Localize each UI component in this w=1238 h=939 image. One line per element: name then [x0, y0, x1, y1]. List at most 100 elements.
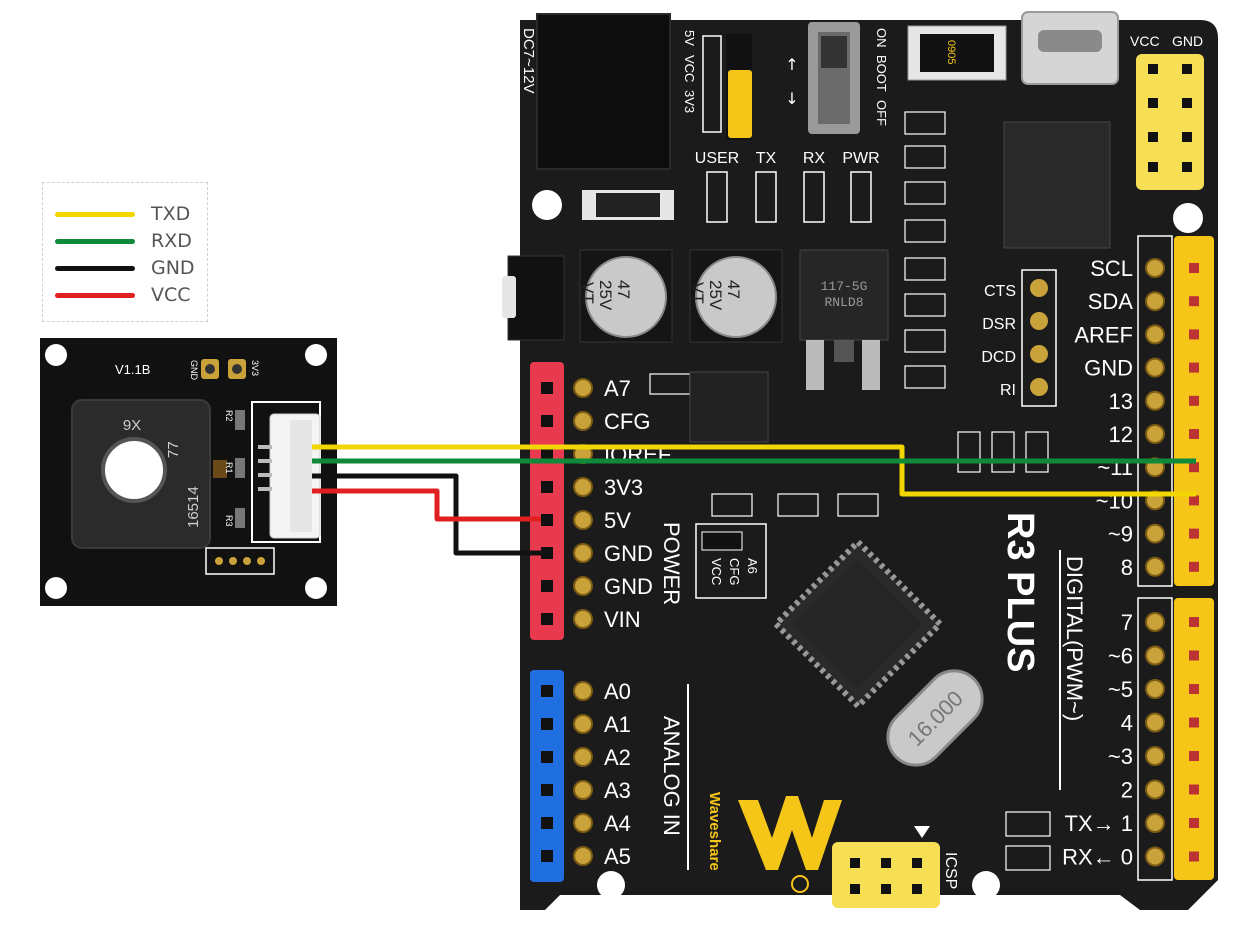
dc-barrel-jack	[536, 13, 671, 170]
transistor	[689, 371, 769, 443]
legend-label-txd: TXD	[151, 203, 191, 225]
power-header-pin	[541, 613, 553, 625]
legend-item-gnd: GND	[55, 257, 195, 279]
analog-pin-a5: A5	[604, 844, 631, 869]
legend-item-vcc: VCC	[55, 284, 191, 306]
digital-pad	[1145, 612, 1165, 632]
digital-pad-outline	[1137, 235, 1173, 587]
digital-pin-label: ~6	[1108, 644, 1133, 669]
board-mount-hole	[972, 871, 1000, 899]
vcc-wire	[312, 488, 541, 522]
uart-pin	[1030, 312, 1048, 330]
power-pin-3v3: 3V3	[604, 475, 643, 500]
reset-button[interactable]	[502, 276, 516, 318]
digital-header-pin	[1189, 784, 1199, 795]
capacitor-value: 47	[614, 280, 633, 299]
power-pad	[573, 609, 593, 629]
analog-pin-a0: A0	[604, 679, 631, 704]
digital-pin-label: ~5	[1108, 677, 1133, 702]
mcu-top	[792, 558, 924, 690]
sensor-resistor	[235, 508, 245, 528]
digital-header-pin	[1189, 296, 1199, 307]
icsp-pin	[912, 858, 922, 868]
smd-resistor	[904, 365, 946, 389]
digital-header-pin	[1189, 650, 1199, 661]
sensor-marking-mid: 77	[165, 441, 182, 458]
a6-select-jumper	[701, 531, 743, 551]
power-pin-gnd1: GND	[604, 541, 653, 566]
sensor-version: V1.1B	[115, 362, 150, 377]
power-pad	[573, 411, 593, 431]
smd-part	[957, 431, 981, 473]
digital-header-pin	[1189, 329, 1199, 340]
led-label-rx: RX	[803, 150, 826, 167]
digital-pin-label: 8	[1121, 555, 1133, 580]
digital-header-pin	[1189, 617, 1199, 627]
analog-header-pin	[541, 718, 553, 730]
digital-header-pin	[1189, 429, 1199, 439]
boot-switch-knob[interactable]	[821, 36, 847, 68]
sensor-resistor	[235, 458, 245, 478]
uart-pin-label-cts: CTS	[984, 283, 1016, 300]
digital-pin-label: RX← 0	[1062, 845, 1133, 870]
digital-header-pin	[1189, 684, 1199, 694]
analog-pin-a2: A2	[604, 745, 631, 770]
digital-pad	[1145, 779, 1165, 800]
analog-header-pin	[541, 817, 553, 829]
digital-pin-label: ~3	[1108, 744, 1133, 769]
digital-pad	[1145, 523, 1165, 544]
sensor-r1-label: R1	[224, 462, 234, 474]
regulator-tab	[834, 340, 854, 362]
polyfuse-body	[920, 34, 994, 72]
smd-resistor	[904, 329, 946, 353]
analog-pad	[573, 780, 593, 800]
power-header-pin	[541, 547, 553, 559]
sensor-pad-hole	[232, 364, 242, 374]
digital-pin-label: 4	[1121, 711, 1133, 736]
icsp-pin	[881, 858, 891, 868]
usb-uart-chip	[1003, 121, 1111, 249]
digital-header-pin	[1189, 395, 1199, 406]
icsp-label: ICSP	[942, 852, 959, 889]
digital-header-pin	[1189, 561, 1199, 572]
dc-jack-label: DC7~12V	[520, 28, 537, 93]
digital-pad	[1145, 746, 1165, 766]
header-pin	[1148, 162, 1158, 172]
digital-pad	[1145, 846, 1165, 867]
power-group-label: POWER	[659, 522, 684, 605]
board-mount-hole	[1173, 203, 1203, 233]
uart-pin-label-dcd: DCD	[981, 349, 1016, 366]
header-pin	[1182, 132, 1192, 142]
connector-pin	[258, 445, 272, 449]
power-select-5v: 5V	[682, 30, 697, 46]
uart-pin	[1030, 345, 1048, 363]
a6-select-box	[695, 523, 767, 599]
micro-usb-opening	[1038, 30, 1102, 52]
capacitor	[695, 256, 777, 338]
icsp-pin	[912, 884, 922, 894]
digital-pin-label: SCL	[1090, 256, 1133, 281]
header-pin	[1182, 98, 1192, 108]
power-select-vcc: VCC	[682, 55, 697, 82]
sensor-r2-label: R2	[224, 410, 234, 422]
capacitor-value: 47	[724, 280, 743, 299]
power-header-pin	[541, 514, 553, 526]
power-pin-vin: VIN	[604, 607, 641, 632]
power-pin-a7: A7	[604, 376, 631, 401]
power-pad	[573, 510, 593, 530]
regulator-leg	[862, 340, 880, 390]
power-jumper-cap[interactable]	[728, 70, 752, 138]
mcu-chip	[771, 537, 945, 711]
a6-box-label-a6: A6	[745, 558, 760, 574]
digital-header-pin	[1189, 818, 1199, 828]
led-label-tx: TX	[756, 150, 777, 167]
sensor-pad-hole	[205, 364, 215, 374]
waveshare-logo-mark	[738, 796, 842, 870]
analog-pad	[573, 747, 593, 767]
digital-header-pin	[1189, 751, 1199, 761]
capacitor-code: VT	[688, 282, 707, 304]
boot-switch-boot: BOOT	[874, 55, 889, 92]
smd-part	[991, 431, 1015, 473]
sensor-capacitor	[213, 460, 227, 478]
legend-label-vcc: VCC	[151, 284, 191, 306]
